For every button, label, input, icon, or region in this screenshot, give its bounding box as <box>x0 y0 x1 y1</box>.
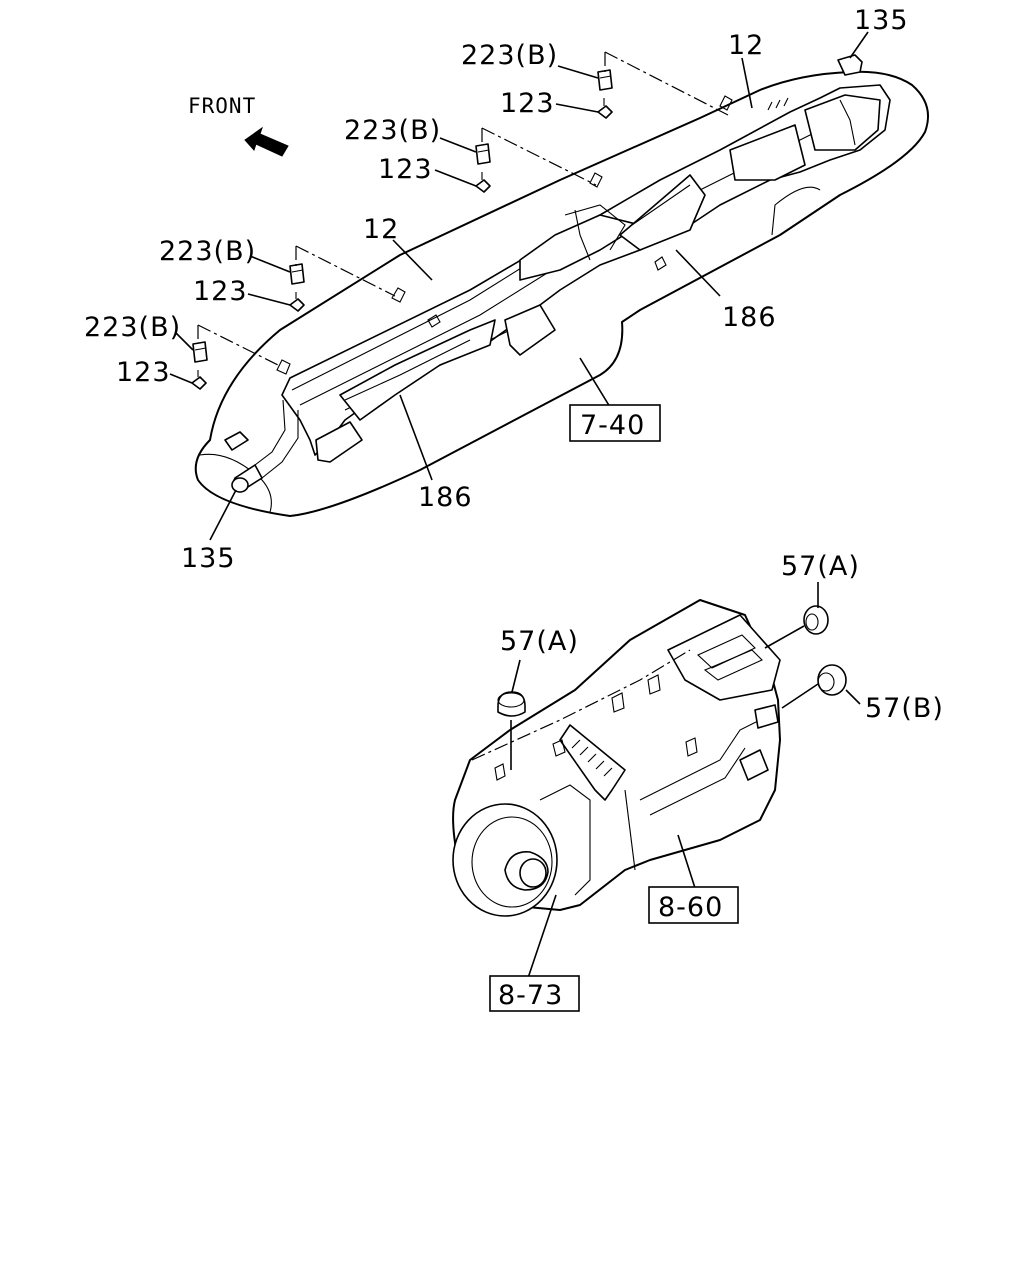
lower-part-labels: 57(A) 57(A) 57(B) <box>500 551 944 724</box>
part-number-223b-2: 223(B) <box>344 115 441 146</box>
part-number-186-right: 186 <box>722 302 777 333</box>
upper-part-labels: 135 12 223(B) 123 223(B) 123 12 223(B) 1… <box>84 5 909 574</box>
reference-label-8-73: 8-73 <box>498 980 563 1011</box>
part-number-186-bottom: 186 <box>418 482 473 513</box>
part-number-123-2: 123 <box>378 154 433 185</box>
duct-trim-panel-assembly <box>194 54 929 517</box>
upper-leader-lines <box>169 31 869 541</box>
part-number-57b: 57(B) <box>865 693 944 724</box>
part-number-12-top: 12 <box>728 30 764 61</box>
part-number-223b-3: 223(B) <box>159 236 256 267</box>
front-direction-indicator: FRONT <box>188 94 289 157</box>
reference-box-8-60[interactable]: 8-60 <box>648 886 739 924</box>
part-number-223b-1: 223(B) <box>461 40 558 71</box>
part-number-223b-4: 223(B) <box>84 312 181 343</box>
reference-box-8-73[interactable]: 8-73 <box>489 975 580 1012</box>
front-label: FRONT <box>188 94 256 118</box>
grommet-57a-right <box>803 605 829 635</box>
reference-box-7-40[interactable]: 7-40 <box>569 404 661 442</box>
front-arrow-icon <box>244 126 289 157</box>
fastener-set-2 <box>475 127 597 193</box>
part-number-123-3: 123 <box>193 276 248 307</box>
part-number-57a-right: 57(A) <box>781 551 860 582</box>
grommet-57a-left <box>497 691 526 717</box>
fastener-set-3 <box>289 245 396 312</box>
reference-label-8-60: 8-60 <box>658 892 723 923</box>
lower-leader-lines <box>510 582 861 979</box>
part-number-123-4: 123 <box>116 357 171 388</box>
part-number-135-top: 135 <box>854 5 909 36</box>
fastener-set-4 <box>191 324 281 390</box>
part-number-135-bottom: 135 <box>181 543 236 574</box>
part-number-12-mid: 12 <box>363 214 399 245</box>
part-number-57a-left: 57(A) <box>500 626 579 657</box>
blower-heater-unit <box>452 599 781 917</box>
fastener-set-1 <box>597 51 729 119</box>
grommet-57b <box>817 664 847 696</box>
reference-label-7-40: 7-40 <box>580 410 645 441</box>
part-number-123-1: 123 <box>500 88 555 119</box>
